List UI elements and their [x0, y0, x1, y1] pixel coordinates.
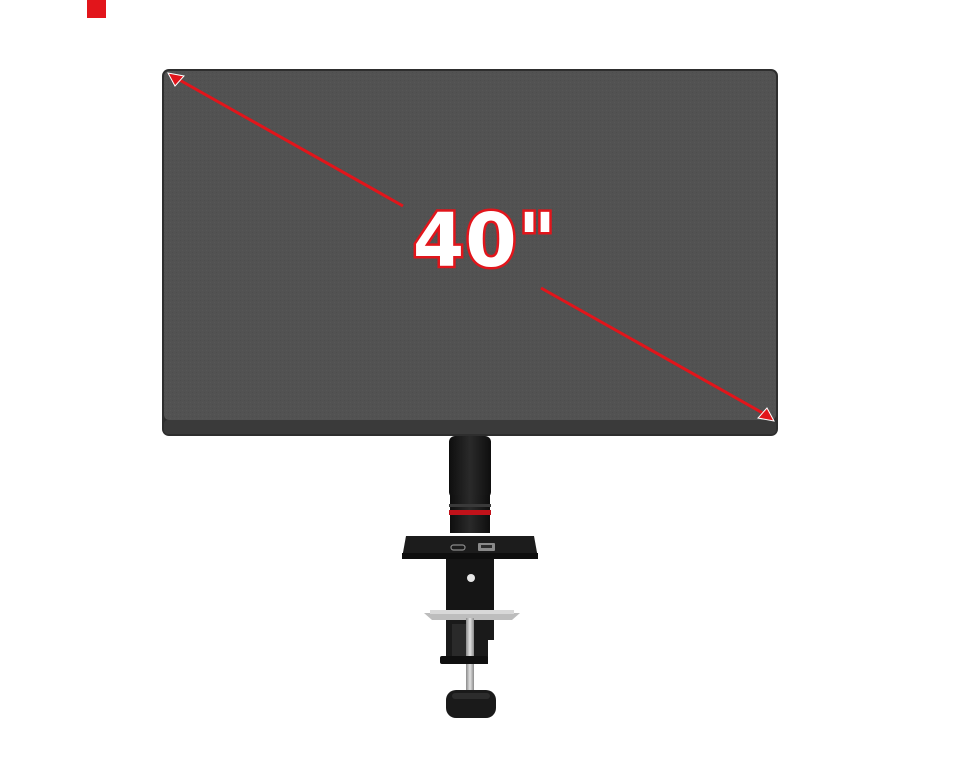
screen-size-label: 40"	[410, 198, 559, 284]
arm-upper-segment	[449, 436, 491, 498]
desk-clamp	[424, 559, 520, 718]
mounting-arm	[449, 436, 491, 533]
arm-red-ring	[449, 510, 491, 515]
red-square-icon	[87, 0, 106, 18]
monitor-bottom-edge	[164, 420, 776, 434]
usb-c-port-icon	[450, 544, 466, 551]
usb-hub	[402, 536, 538, 559]
diagonal-dimension-arrow-icon	[167, 72, 775, 422]
